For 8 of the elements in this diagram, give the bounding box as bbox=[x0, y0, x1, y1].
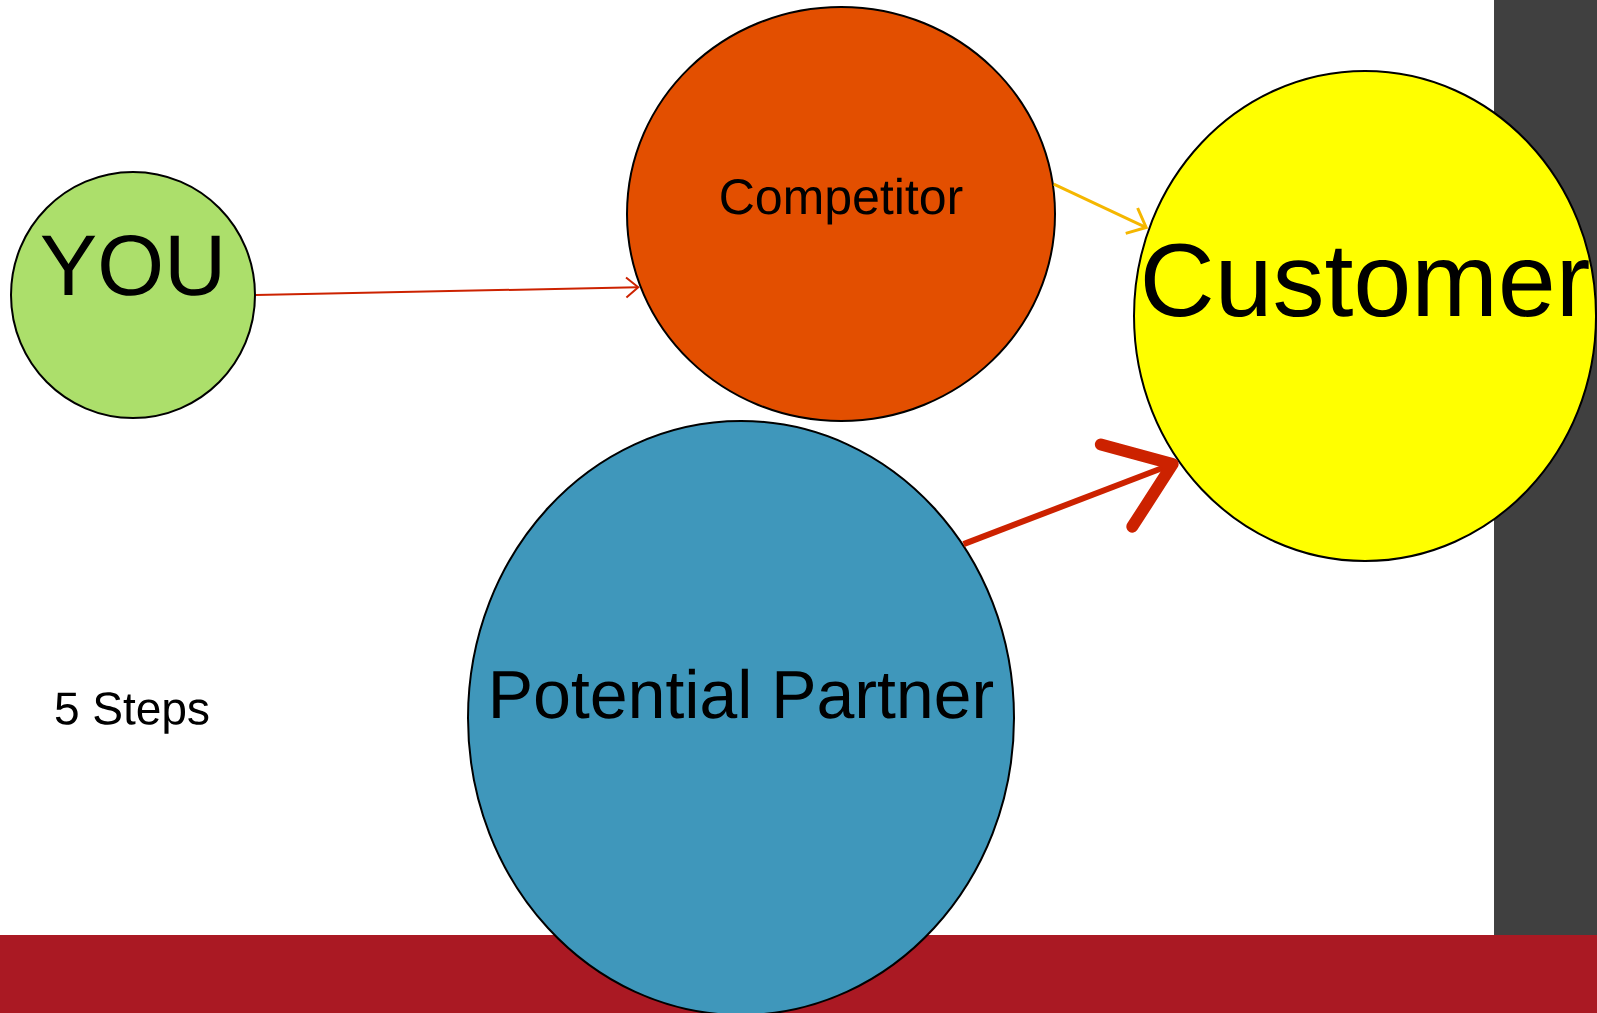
arrow bbox=[962, 438, 1179, 547]
circle-node: Competitor bbox=[626, 6, 1056, 422]
arrow bbox=[1053, 182, 1149, 235]
circle-node: Customer bbox=[1133, 70, 1597, 562]
circle-node: Potential Partner bbox=[467, 420, 1015, 1013]
arrow bbox=[255, 276, 640, 299]
text-label: 5 Steps bbox=[55, 692, 209, 734]
circle-node: YOU bbox=[10, 171, 256, 419]
